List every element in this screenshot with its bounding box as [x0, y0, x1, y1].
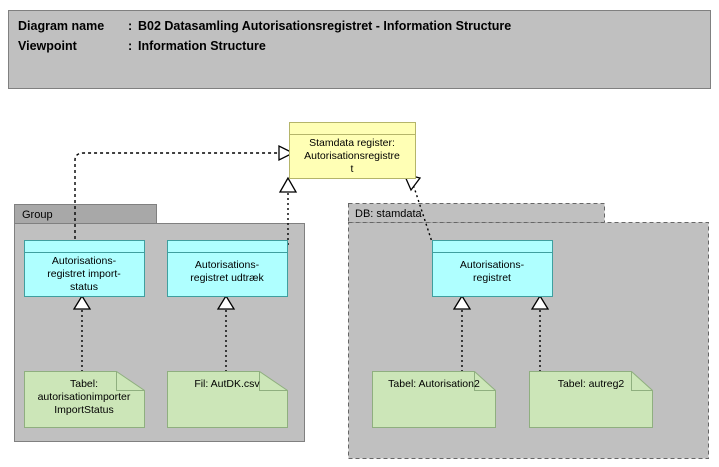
artifact-1-label-line-1: Tabel: [70, 378, 98, 390]
autorisationsregistret-box [432, 240, 553, 297]
node-autorisationsregistret[interactable]: Autorisations- registret [432, 240, 553, 297]
udtraek-label-line-2: registret udtræk [190, 272, 264, 284]
header-line1-value: B02 Datasamling Autorisationsregistret -… [138, 19, 511, 33]
autorisationsregistret-label-line-2: registret [473, 272, 511, 284]
artifact-4-fold [631, 371, 653, 391]
artifact-1-body [24, 371, 145, 428]
artifact-1-label-line-2: autorisationimporter [38, 391, 131, 403]
artifact-fil-autdk-csv[interactable]: Fil: AutDK.csv [167, 371, 288, 428]
artifact-3-fold [474, 371, 496, 391]
import-status-label-line-3: status [70, 281, 98, 293]
group-left-label: Group [22, 209, 53, 221]
autorisationsregistret-label-line-1: Autorisations- [460, 259, 525, 271]
artifact-tabel-autreg2[interactable]: Tabel: autreg2 [529, 371, 653, 428]
artifact-1-label-line-3: ImportStatus [54, 404, 114, 416]
artifact-2-label-line-1: Fil: AutDK.csv [194, 378, 260, 390]
arrowhead-into-top-object-left [278, 144, 295, 162]
group-right-label: DB: stamdata [355, 208, 423, 220]
udtraek-label-line-1: Autorisations- [195, 259, 260, 271]
artifact-tabel-autorisation2[interactable]: Tabel: Autorisation2 [372, 371, 496, 428]
artifact-2-fold [259, 371, 288, 391]
artifact-3-body [372, 371, 496, 428]
import-status-box [24, 240, 145, 297]
header-line2-separator: : [128, 39, 132, 53]
header-line2-label: Viewpoint [18, 39, 78, 53]
import-status-label-line-1: Autorisations- [52, 255, 117, 267]
import-status-label-line-2: registret import- [47, 268, 121, 280]
artifact-4-label-line-1: Tabel: autreg2 [558, 378, 625, 390]
connector-top-object-to-db-stamdata [411, 180, 433, 243]
artifact-3-label-line-1: Tabel: Autorisation2 [388, 378, 480, 390]
node-autorisationsregistret-import-status[interactable]: Autorisations- registret import- status [24, 240, 145, 297]
udtraek-box [167, 240, 288, 297]
top-object-box [289, 122, 416, 179]
arrowhead-under-udtraek [216, 294, 236, 310]
header-line1-label: Diagram name [18, 19, 104, 33]
arrowhead-under-autorisationsregistret-left [452, 294, 472, 310]
arrowhead-under-autorisationsregistret-right [530, 294, 550, 310]
node-stamdata-register-autorisationsregistret[interactable]: Stamdata register: Autorisationsregistre… [289, 122, 416, 179]
artifact-tabel-autorisationimporter-importstatus[interactable]: Tabel: autorisationimporter ImportStatus [24, 371, 145, 428]
diagram-header: Diagram name : B02 Datasamling Autorisat… [8, 10, 711, 89]
artifact-4-body [529, 371, 653, 428]
top-object-label-line-1: Stamdata register: [309, 137, 395, 149]
artifact-1-fold [116, 371, 145, 391]
connector-layer [74, 152, 541, 372]
header-box [8, 10, 711, 89]
node-autorisationsregistret-udtraek[interactable]: Autorisations- registret udtræk [167, 240, 288, 297]
top-object-label-line-2: Autorisationsregistre [304, 150, 400, 162]
header-line2-value: Information Structure [138, 39, 266, 53]
top-object-label-line-3: t [351, 163, 354, 175]
arrowhead-under-import-status [72, 294, 92, 310]
arrowhead-under-top-object-left [278, 176, 298, 193]
artifact-2-body [167, 371, 288, 428]
header-line1-separator: : [128, 19, 132, 33]
connector-import-status-to-top-object [74, 152, 281, 245]
